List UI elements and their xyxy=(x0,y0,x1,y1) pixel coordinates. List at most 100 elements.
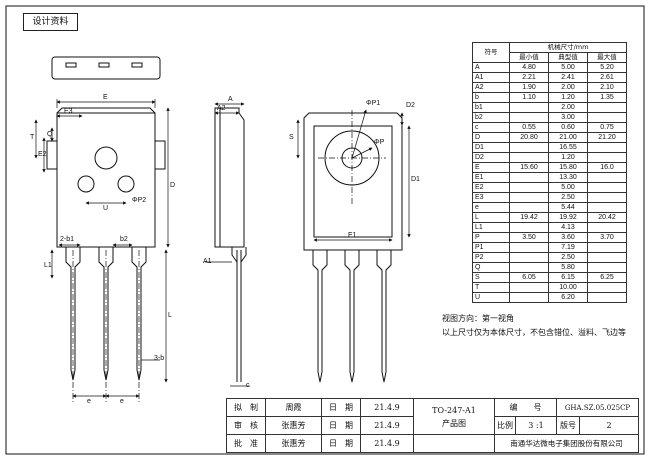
dim-label-d: D xyxy=(170,182,176,189)
cell-typ: 0.60 xyxy=(548,122,588,133)
cell-max xyxy=(587,242,627,253)
cell-symbol: P xyxy=(472,232,510,243)
part-title-cell: TO-247-A1 产品图 xyxy=(413,398,495,435)
date-value-3: 21.4.9 xyxy=(360,434,414,453)
cell-symbol: L1 xyxy=(472,222,510,233)
cell-min: 0.55 xyxy=(509,122,549,133)
dim-label-2-b1: 2-b1 xyxy=(60,236,75,243)
cell-symbol: A2 xyxy=(472,82,510,93)
cell-min: 6.05 xyxy=(509,272,549,283)
col-max-header: 最大值 xyxy=(587,52,627,63)
side-view xyxy=(214,107,247,382)
part-subtitle: 产品图 xyxy=(442,418,466,428)
note-view-direction: 视图方向：第一视角 xyxy=(442,314,514,323)
cell-typ: 1.20 xyxy=(548,152,588,163)
dim-label-phi-p2: ΦP2 xyxy=(132,197,147,204)
cell-typ: 2.00 xyxy=(548,82,588,93)
top-view xyxy=(51,56,161,80)
cell-min xyxy=(509,142,549,153)
cell-symbol: L xyxy=(472,212,510,223)
cell-min: 19.42 xyxy=(509,212,549,223)
cell-min xyxy=(509,282,549,293)
check-label: 审 核 xyxy=(226,416,266,435)
col-typ-header: 典型值 xyxy=(548,52,588,63)
cell-min: 15.60 xyxy=(509,162,549,173)
cell-min: 3.50 xyxy=(509,232,549,243)
cell-typ: 4.13 xyxy=(548,222,588,233)
date-value-2: 21.4.9 xyxy=(360,416,414,435)
dim-label-a: A xyxy=(228,96,233,103)
cell-symbol: D2 xyxy=(472,152,510,163)
cell-symbol: A1 xyxy=(472,72,510,83)
cell-symbol: P1 xyxy=(472,242,510,253)
note-dimension-scope: 以上尺寸仅为本体尺寸，不包含错位、溢料、飞边等 xyxy=(442,328,626,337)
cell-max xyxy=(587,152,627,163)
dimension-row: D1 16.55 xyxy=(472,142,627,153)
drawn-label: 拟 制 xyxy=(226,398,266,417)
scale-label: 比例 xyxy=(494,416,516,435)
cell-max xyxy=(587,182,627,193)
cell-symbol: b1 xyxy=(472,102,510,113)
cell-min xyxy=(509,252,549,263)
back-view xyxy=(303,110,403,383)
dim-label-t: T xyxy=(30,134,35,141)
cell-symbol: D1 xyxy=(472,142,510,153)
cell-typ: 3.00 xyxy=(548,112,588,123)
cell-min xyxy=(509,182,549,193)
cell-min: 2.21 xyxy=(509,72,549,83)
dim-label-e-pitch-2: e xyxy=(120,398,124,405)
cell-min: 4.80 xyxy=(509,62,549,73)
date-value-1: 21.4.9 xyxy=(360,398,414,417)
cell-typ: 3.60 xyxy=(548,232,588,243)
cell-typ: 16.55 xyxy=(548,142,588,153)
section-title: 设计资料 xyxy=(23,13,78,31)
version-label: 版号 xyxy=(556,416,580,435)
dim-label-c: c xyxy=(246,382,250,389)
cell-typ: 1.20 xyxy=(548,92,588,103)
sheet-border xyxy=(5,5,645,455)
cell-typ: 2.41 xyxy=(548,72,588,83)
cell-symbol: c xyxy=(472,122,510,133)
dim-label-3-b: 3-b xyxy=(154,355,165,362)
cell-typ: 2.00 xyxy=(548,102,588,113)
dim-label-l: L xyxy=(168,312,172,319)
cell-max xyxy=(587,292,627,303)
cell-typ: 5.00 xyxy=(548,182,588,193)
cell-min xyxy=(509,222,549,233)
check-name: 张惠芳 xyxy=(265,416,322,435)
cell-max xyxy=(587,202,627,213)
cell-max: 21.20 xyxy=(587,132,627,143)
dim-label-e-pitch-1: e xyxy=(87,398,91,405)
cell-max xyxy=(587,172,627,183)
dim-label-e2: E2 xyxy=(38,151,47,158)
cell-typ: 6.20 xyxy=(548,292,588,303)
dim-label-e: E xyxy=(103,94,108,101)
cell-min: 20.80 xyxy=(509,132,549,143)
cell-typ: 21.00 xyxy=(548,132,588,143)
cell-typ: 5.00 xyxy=(548,62,588,73)
cell-min: 1.10 xyxy=(509,92,549,103)
side-dimensions xyxy=(205,102,250,387)
cell-max xyxy=(587,102,627,113)
cell-max: 2.10 xyxy=(587,82,627,93)
cell-min xyxy=(509,262,549,273)
cell-max: 0.75 xyxy=(587,122,627,133)
dim-label-b2: b2 xyxy=(120,236,128,243)
cell-min xyxy=(509,112,549,123)
